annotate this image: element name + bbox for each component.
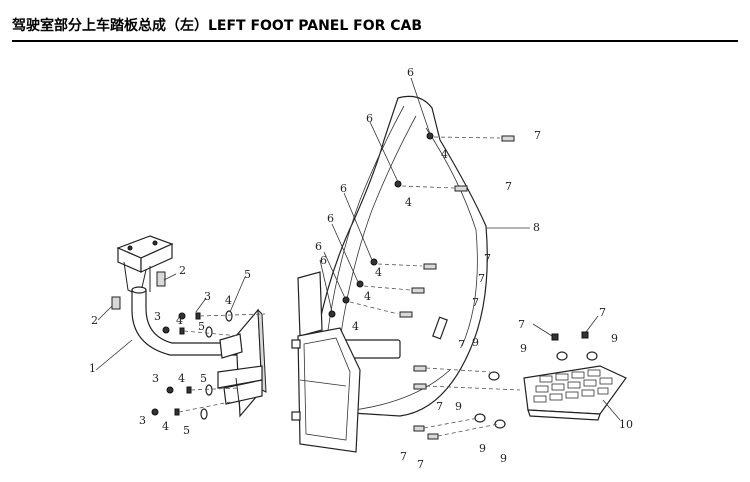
callout-9: 9: [479, 442, 486, 455]
callout-6: 6: [320, 254, 327, 267]
callout-1: 1: [89, 362, 96, 375]
callout-10: 10: [619, 418, 633, 431]
callout-5: 5: [244, 268, 251, 281]
callout-4: 4: [441, 148, 448, 161]
callout-7: 7: [534, 129, 541, 142]
leader-lines: [95, 77, 621, 421]
callout-4: 4: [176, 314, 183, 327]
callout-2: 2: [91, 314, 98, 327]
callout-9: 9: [611, 332, 618, 345]
callout-6: 6: [407, 66, 414, 79]
callout-9: 9: [520, 342, 527, 355]
callout-3: 3: [152, 372, 159, 385]
callout-4: 4: [364, 290, 371, 303]
callout-3: 3: [154, 310, 161, 323]
callout-3: 3: [139, 414, 146, 427]
callout-6: 6: [327, 212, 334, 225]
callout-6: 6: [366, 112, 373, 125]
panel-fasteners: [328, 132, 521, 391]
callout-4: 4: [225, 294, 232, 307]
callout-6: 6: [315, 240, 322, 253]
callout-2: 2: [179, 264, 186, 277]
mounting-bracket-part: [116, 235, 267, 418]
callout-4: 4: [352, 320, 359, 333]
callout-8: 8: [533, 221, 540, 234]
callout-4: 4: [405, 196, 412, 209]
callout-9: 9: [455, 400, 462, 413]
callout-5: 5: [183, 424, 190, 437]
callout-labels: 1 2 2 3 3 3 3 4 4 4 4 4 4 4 4 4 5 5 5 5 …: [89, 66, 633, 471]
page-title: 驾驶室部分上车踏板总成（左）LEFT FOOT PANEL FOR CAB: [12, 18, 423, 34]
callout-7: 7: [458, 338, 465, 351]
inner-splash-panel: [291, 327, 361, 453]
callout-9: 9: [500, 452, 507, 465]
callout-7: 7: [478, 272, 485, 285]
callout-7: 7: [436, 400, 443, 413]
callout-7: 7: [505, 180, 512, 193]
callout-7: 7: [400, 450, 407, 463]
callout-3: 3: [204, 290, 211, 303]
callout-7: 7: [484, 252, 491, 265]
callout-4: 4: [178, 372, 185, 385]
callout-7: 7: [472, 296, 479, 309]
bracket-fasteners: [111, 271, 266, 420]
callout-7: 7: [417, 458, 424, 471]
callout-4: 4: [375, 266, 382, 279]
callout-5: 5: [200, 372, 207, 385]
foot-step-tread: [523, 365, 627, 421]
callout-7: 7: [599, 306, 606, 319]
header-bar: 驾驶室部分上车踏板总成（左）LEFT FOOT PANEL FOR CAB: [12, 0, 738, 42]
callout-6: 6: [340, 182, 347, 195]
callout-9: 9: [472, 336, 479, 349]
callout-5: 5: [198, 320, 205, 333]
callout-7: 7: [518, 318, 525, 331]
step-fasteners: [413, 331, 598, 440]
callout-4: 4: [162, 420, 169, 433]
